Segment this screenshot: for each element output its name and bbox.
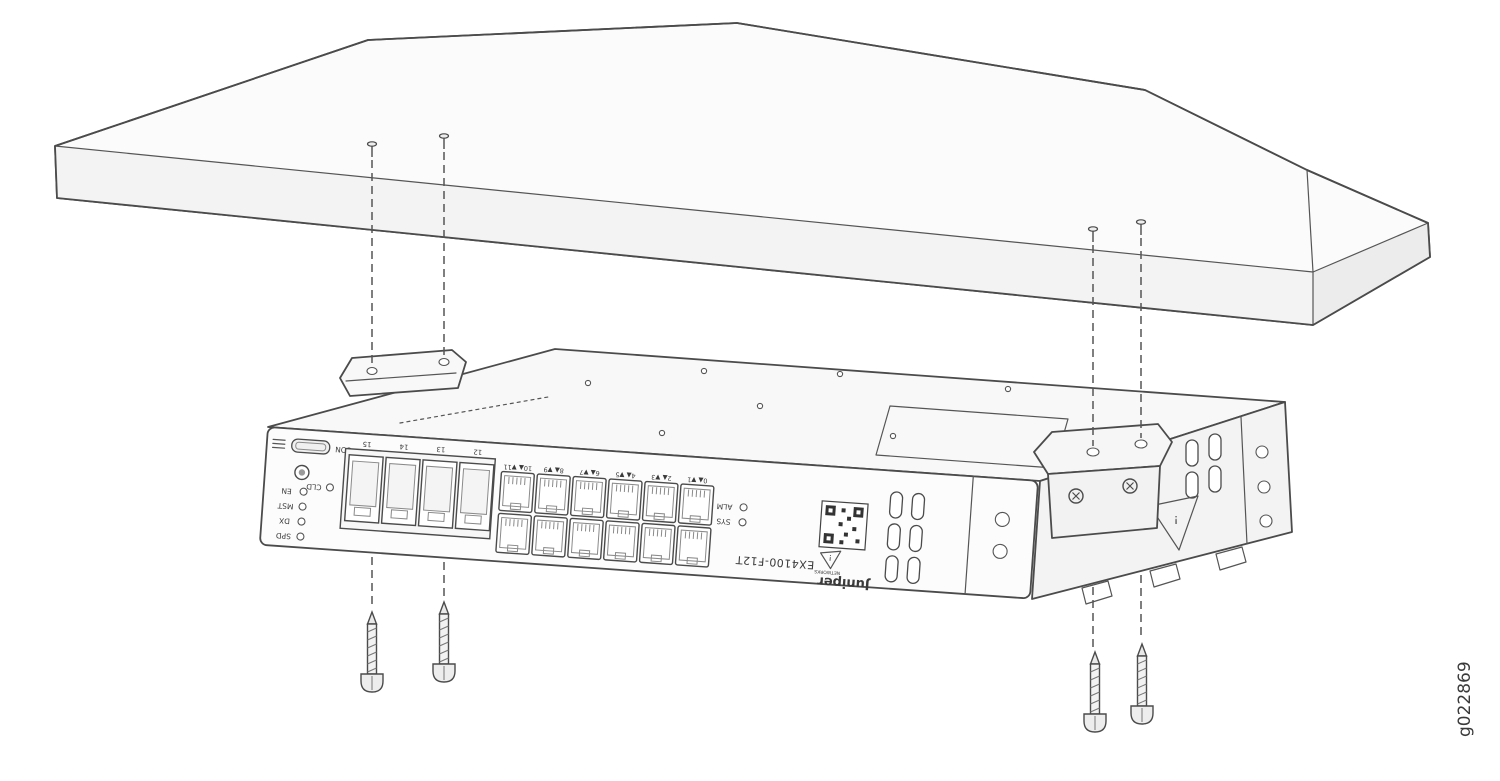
- sfp-port: [454, 461, 495, 532]
- warning-mark-side: !: [1174, 513, 1178, 526]
- bracket-mount-hole: [1255, 445, 1269, 459]
- cloud-led: [325, 483, 334, 492]
- rj45-port: [495, 512, 533, 556]
- uplink-port-cage: 15 14 13 12: [339, 440, 497, 540]
- mounting-screw: [432, 601, 456, 683]
- uplink-port-label-15: 15: [362, 440, 371, 449]
- chassis-right-panel: [1031, 401, 1293, 600]
- access-port-grid: 10▲ ▼11 8▲ ▼9 6▲ ▼7 4▲ ▼5 2▲ ▼3 0▲ ▼1: [495, 463, 715, 568]
- mode-led-column: EN MST DX SPD: [275, 486, 308, 541]
- brand-tagline-label: NETWORKS: [814, 568, 840, 576]
- model-label: EX4100-F12T: [735, 553, 815, 571]
- bracket-mount-hole: [1259, 514, 1273, 528]
- bracket-screw-hole: [438, 357, 450, 367]
- bracket-screw-hole: [366, 366, 378, 376]
- rj45-port: [641, 480, 679, 524]
- warning-triangle-icon: [1149, 495, 1199, 551]
- rj45-port: [602, 520, 640, 563]
- console-label: CON: [335, 445, 352, 455]
- right-mounting-bracket: [1033, 423, 1173, 539]
- rj45-port: [605, 478, 643, 521]
- chassis-screw-holes: [584, 367, 1012, 440]
- qr-code: [818, 500, 869, 551]
- brand-label: Juniper: [816, 573, 871, 592]
- mounting-screw: [1083, 651, 1107, 733]
- chassis-front-panel: CON CLD EN MST DX SPD: [259, 426, 1039, 599]
- bracket-attachment-screw: [1068, 488, 1084, 504]
- vent-slot: [1185, 471, 1199, 499]
- sfp-port: [343, 454, 384, 524]
- left-mounting-bracket: [339, 349, 467, 397]
- mounting-surface-right-edge: [1313, 223, 1430, 325]
- brand-logo: Juniper NETWORKS: [814, 568, 871, 592]
- bracket-mount-hole: [1257, 480, 1271, 494]
- uplink-port-label-13: 13: [436, 445, 445, 454]
- sfp-port: [380, 456, 421, 527]
- port-pair-label: 4▲ ▼5: [615, 470, 636, 479]
- mounting-screws: [360, 601, 1154, 733]
- bracket-screw-hole: [1134, 439, 1148, 449]
- uplink-port-label-14: 14: [399, 442, 409, 451]
- chassis-mounting-clips: [1081, 546, 1247, 605]
- bracket-attachment-screw: [1122, 478, 1138, 494]
- mode-led-label-spd: SPD: [275, 531, 291, 541]
- uplink-port-label-12: 12: [473, 447, 482, 456]
- rj45-port: [566, 517, 604, 561]
- vent-slot: [1185, 439, 1199, 467]
- rj45-port: [674, 525, 712, 568]
- console-port-inner: [295, 441, 327, 452]
- bracket-screw-hole: [1086, 447, 1100, 457]
- port-pair-label: 2▲ ▼3: [651, 473, 672, 482]
- status-led-label-alm: ALM: [716, 502, 732, 512]
- port-pair-label: 6▲ ▼7: [579, 468, 600, 477]
- figure-code: g022869: [1455, 661, 1475, 737]
- rj45-port: [498, 470, 536, 514]
- rj45-port: [677, 483, 715, 526]
- port-pair-label: 8▲ ▼9: [543, 465, 564, 474]
- console-icon: [271, 438, 286, 449]
- port-pair-label: 0▲ ▼1: [687, 475, 708, 484]
- mode-led-label-dx: DX: [279, 516, 291, 526]
- rj45-port: [531, 515, 569, 558]
- mounting-surface-outline: [54, 22, 1431, 326]
- front-vents: [884, 475, 1010, 595]
- mounting-surface-front-edge: [55, 146, 1313, 325]
- switch-chassis: ! CON CLD EN MST: [259, 348, 1293, 605]
- mode-led-label-mst: MST: [277, 501, 294, 511]
- mode-led-label-en: EN: [281, 486, 292, 496]
- port-pair-label: 10▲ ▼11: [503, 463, 532, 473]
- console-port: [291, 438, 331, 455]
- mounting-surface-edge-lines: [54, 145, 1429, 326]
- rj45-port: [638, 522, 676, 566]
- chassis-right-face: !: [1031, 401, 1293, 605]
- mounting-screw: [360, 611, 384, 693]
- sfp-port: [417, 459, 458, 529]
- rj45-port: [569, 475, 607, 519]
- vent-slot: [1208, 465, 1222, 493]
- warning-mark-front: !: [828, 553, 832, 562]
- status-led-label-sys: SYS: [716, 517, 731, 527]
- vent-slot: [1208, 433, 1222, 461]
- rj45-port: [533, 473, 572, 516]
- mode-button-center: [298, 469, 306, 476]
- warning-triangle-small-icon: [819, 550, 842, 570]
- cloud-led-label: CLD: [306, 482, 322, 492]
- screw-alignment-lines: [371, 152, 1142, 648]
- status-led-group: ALM SYS: [716, 502, 748, 527]
- mounting-surface: [54, 22, 1431, 326]
- mounting-screw: [1130, 643, 1154, 725]
- chassis-end-seam: [1240, 416, 1248, 545]
